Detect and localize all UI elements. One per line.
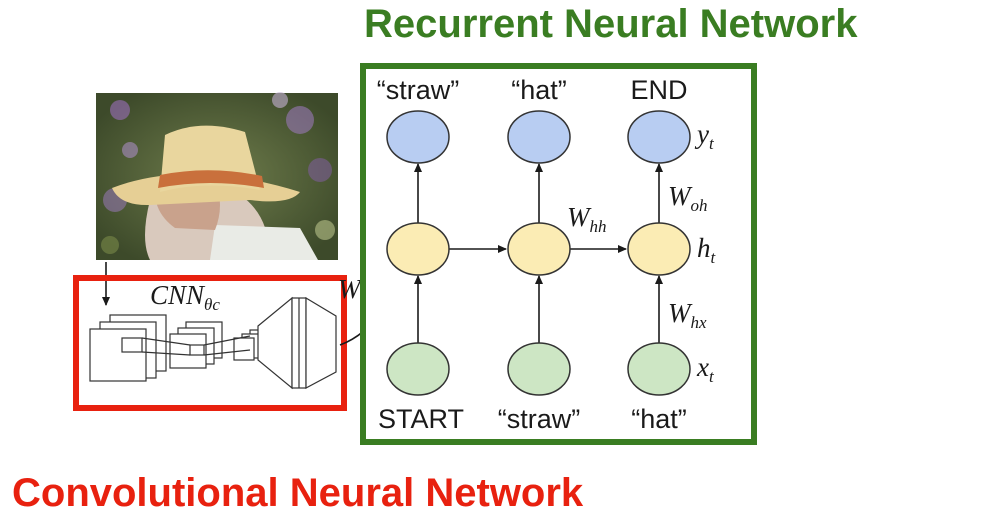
output-node-1 [386, 110, 450, 164]
output-label-2: “hat” [511, 75, 567, 105]
output-node-3 [627, 110, 691, 164]
w-oh-label: Woh [668, 181, 708, 215]
hidden-node-3 [627, 222, 691, 276]
x-t-label: xt [696, 352, 715, 386]
y-t-label: yt [694, 119, 715, 153]
hidden-node-2 [507, 222, 571, 276]
input-node-3 [627, 342, 691, 396]
w-hh-label: Whh [567, 202, 607, 236]
input-label-1: START [378, 404, 464, 434]
input-label-2: “straw” [498, 404, 581, 434]
h-t-label: ht [697, 233, 717, 267]
rnn-title: Recurrent Neural Network [364, 2, 858, 46]
cnn-title: Convolutional Neural Network [12, 471, 584, 514]
output-node-2 [507, 110, 571, 164]
input-node-1 [386, 342, 450, 396]
cnn-label: CNNθc [150, 280, 220, 314]
w-hx-label: Whx [668, 298, 707, 332]
input-label-3: “hat” [631, 404, 687, 434]
input-node-2 [507, 342, 571, 396]
output-label-1: “straw” [377, 75, 460, 105]
hidden-node-1 [386, 222, 450, 276]
cnn-layers [89, 296, 337, 390]
output-label-3: END [630, 75, 687, 105]
photo-flowers [101, 92, 335, 254]
input-photo [96, 92, 338, 260]
